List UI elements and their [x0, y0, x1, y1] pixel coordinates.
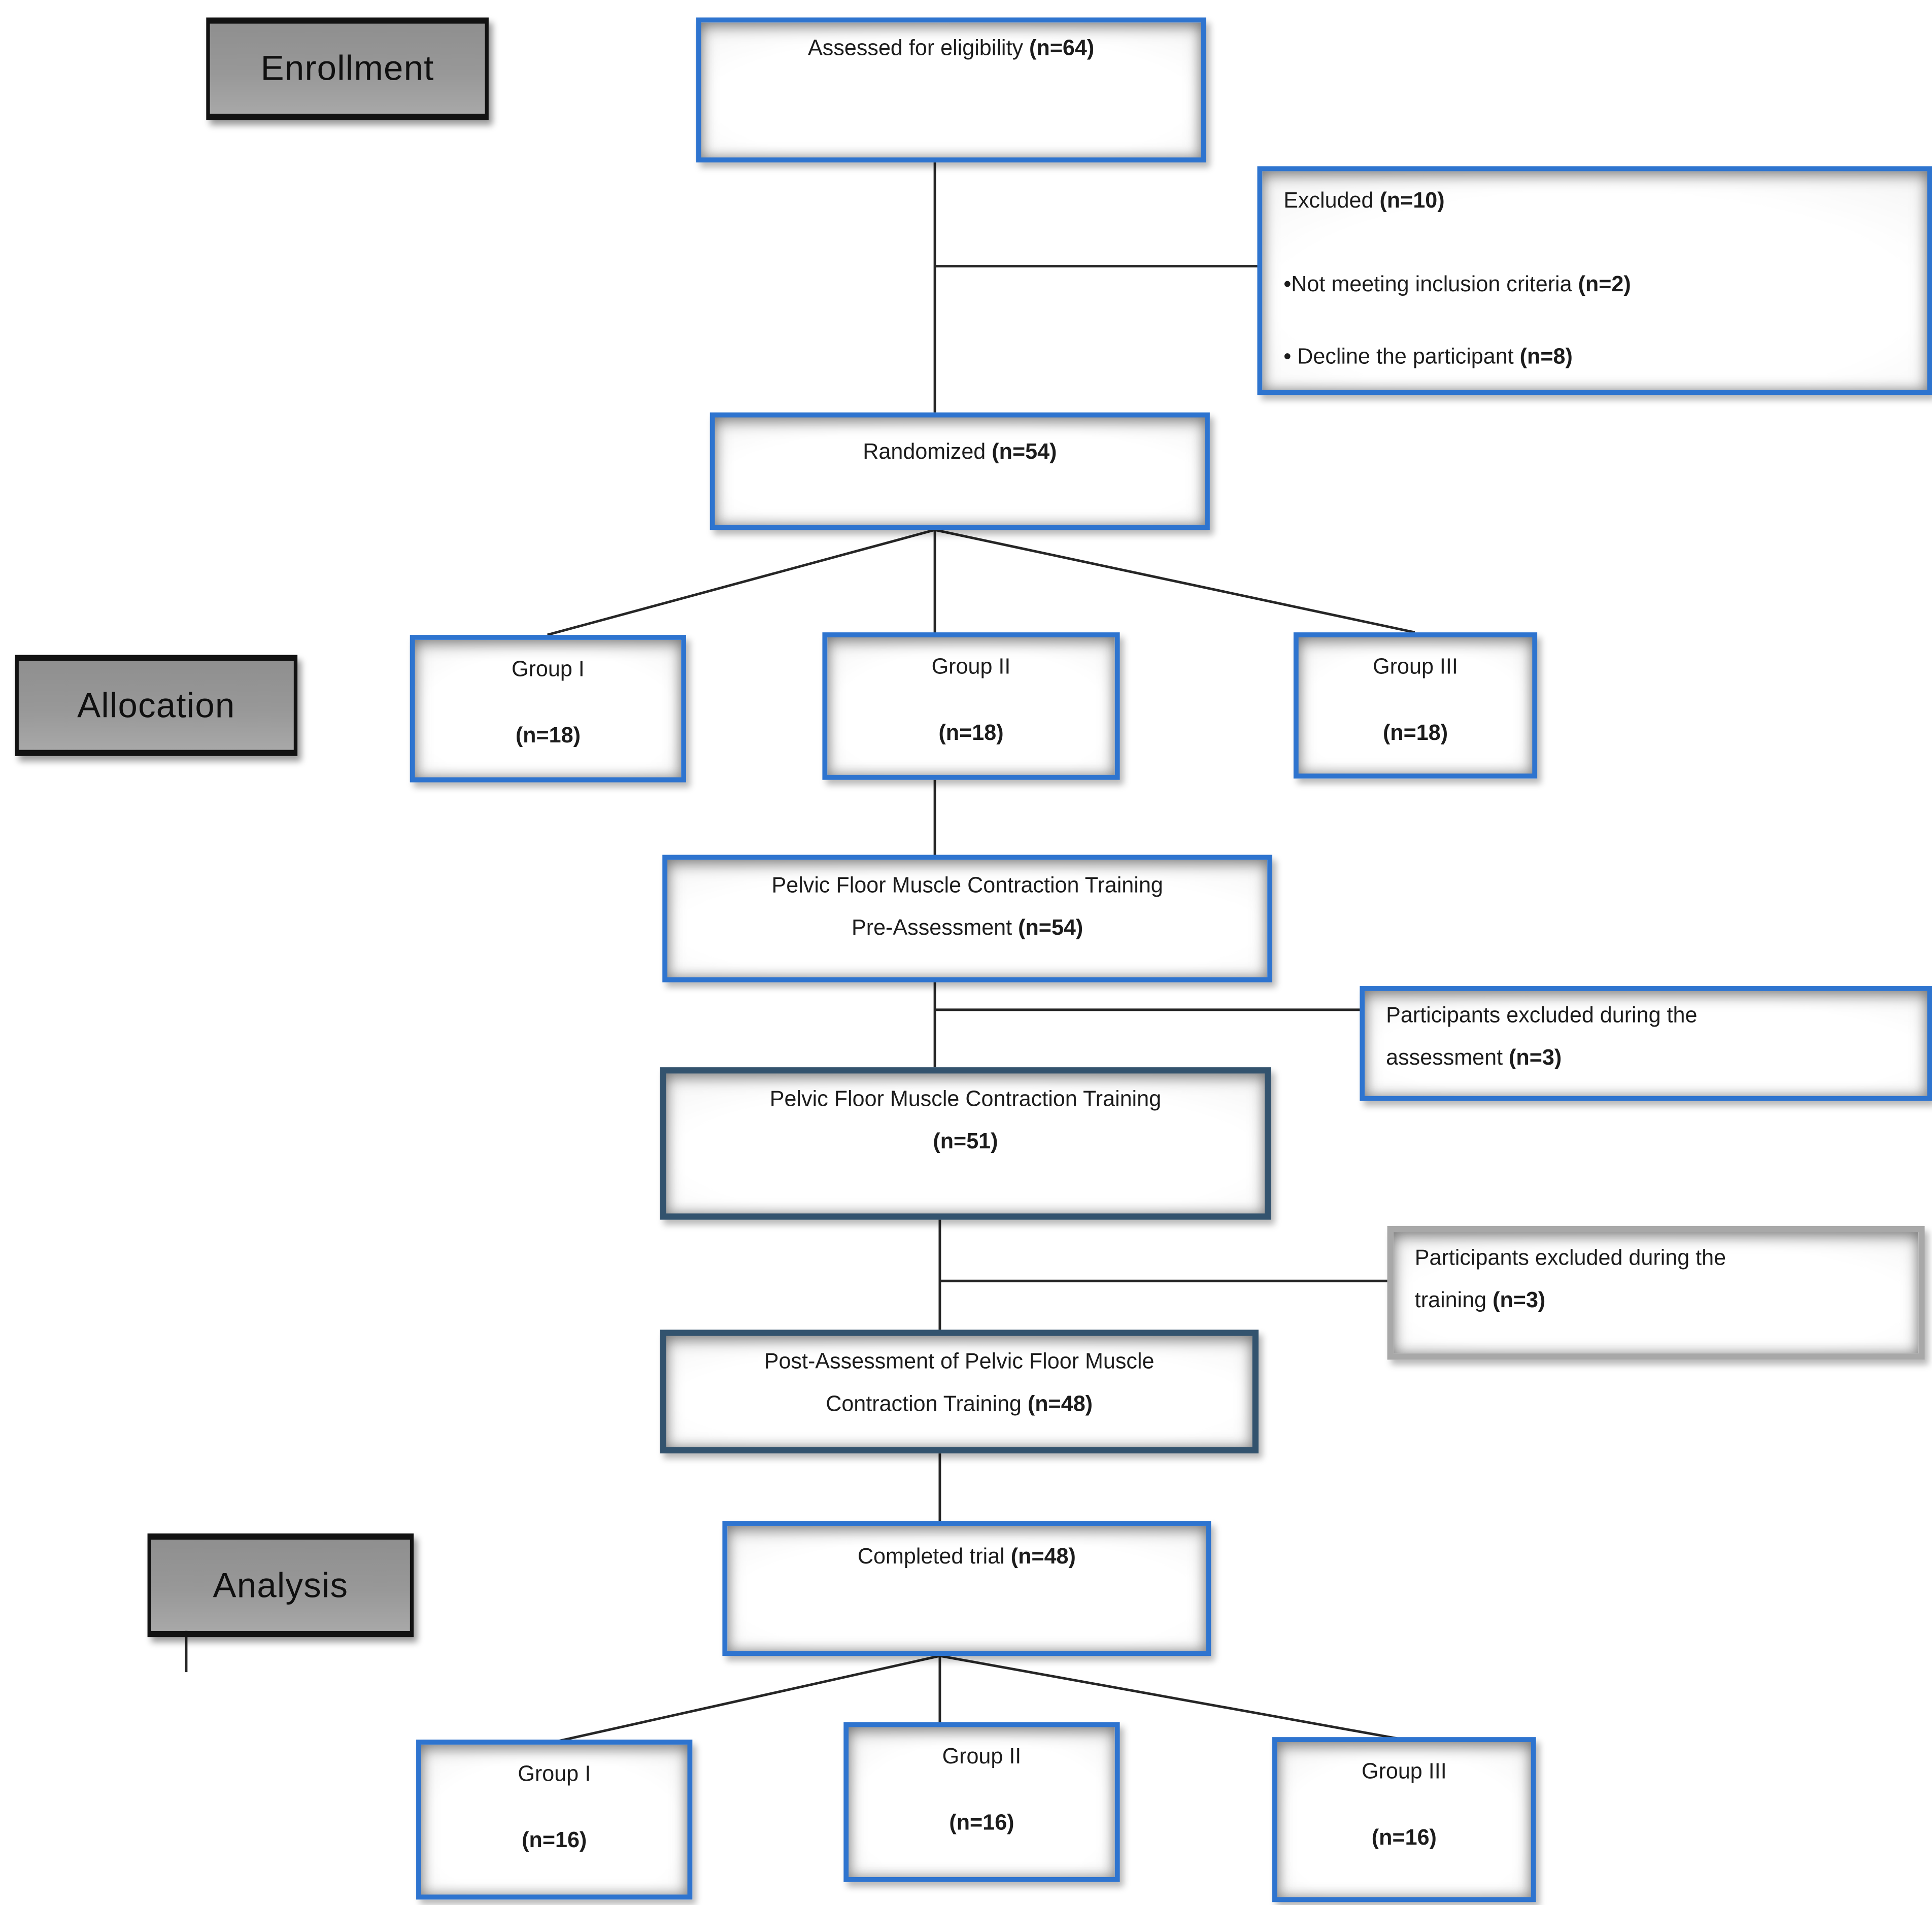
completed-trial-text: Completed trial (n=48) [727, 1543, 1206, 1571]
excluded-bullet-2-count: (n=8) [1519, 343, 1573, 368]
allocation-group2-name: Group II [931, 653, 1011, 679]
allocation-group3-count: (n=18) [1382, 720, 1448, 745]
training-line1: Pelvic Floor Muscle Contraction Training [769, 1086, 1162, 1111]
excluded-assessment-line1: Participants excluded during the [1386, 1002, 1698, 1028]
preassessment-label: Pre-Assessment [851, 914, 1019, 940]
training-count: (n=51) [933, 1128, 998, 1153]
excluded-bullet-declined: • Decline the participant (n=8) [1262, 344, 1927, 371]
excluded-title-count: (n=10) [1379, 187, 1445, 213]
connector-line [939, 1654, 1404, 1741]
analysis-group2-name: Group II [942, 1743, 1022, 1768]
excluded-training-line2: training (n=3) [1394, 1287, 1918, 1314]
excluded-during-training-box: Participants excluded during the trainin… [1387, 1226, 1925, 1360]
excluded-training-line1: Participants excluded during the [1414, 1244, 1726, 1270]
excluded-title: Excluded (n=10) [1262, 187, 1927, 215]
analysis-group1-count: (n=16) [522, 1827, 587, 1852]
allocation-group3-name: Group III [1373, 653, 1458, 679]
randomized-text: Randomized (n=54) [715, 438, 1205, 466]
preassessment-box: Pelvic Floor Muscle Contraction Training… [662, 855, 1273, 982]
analysis-group1-box: Group I (n=16) [416, 1740, 693, 1900]
preassessment-line2: Pre-Assessment (n=54) [667, 914, 1267, 942]
connector-line [547, 528, 935, 636]
analysis-group3-count: (n=16) [1371, 1824, 1437, 1850]
randomized-count: (n=54) [992, 438, 1057, 464]
analysis-group3-name: Group III [1361, 1758, 1447, 1784]
excluded-assessment-label: assessment [1386, 1044, 1509, 1070]
excluded-assessment-line2: assessment (n=3) [1365, 1045, 1927, 1072]
postassessment-label: Contraction Training [826, 1390, 1028, 1416]
postassessment-line2: Contraction Training (n=48) [666, 1391, 1252, 1418]
completed-trial-box: Completed trial (n=48) [722, 1521, 1211, 1656]
allocation-group1-name: Group I [512, 656, 585, 682]
training-box: Pelvic Floor Muscle Contraction Training… [660, 1067, 1271, 1220]
allocation-group2-box: Group II (n=18) [822, 632, 1120, 780]
completed-trial-label: Completed trial [857, 1543, 1011, 1569]
assessed-eligibility-text: Assessed for eligibility (n=64) [701, 35, 1201, 62]
enrollment-stage-label: Enrollment [206, 17, 489, 120]
excluded-bullet-inclusion: •Not meeting inclusion criteria (n=2) [1262, 271, 1927, 298]
training-line2: (n=51) [666, 1129, 1265, 1156]
preassessment-count: (n=54) [1018, 914, 1083, 940]
completed-trial-count: (n=48) [1010, 1543, 1076, 1569]
excluded-training-count: (n=3) [1493, 1287, 1546, 1312]
excluded-bullet-1-count: (n=2) [1578, 271, 1631, 296]
excluded-training-label: training [1414, 1287, 1493, 1312]
randomized-label: Randomized [863, 438, 992, 464]
allocation-group1-box: Group I (n=18) [410, 635, 687, 783]
randomized-box: Randomized (n=54) [709, 412, 1210, 530]
allocation-group3-box: Group III (n=18) [1293, 632, 1538, 779]
enrollment-stage-text: Enrollment [260, 49, 434, 88]
postassessment-line1: Post-Assessment of Pelvic Floor Muscle [764, 1348, 1155, 1374]
postassessment-box: Post-Assessment of Pelvic Floor Muscle C… [660, 1330, 1259, 1454]
excluded-title-label: Excluded [1283, 187, 1380, 213]
analysis-stage-text: Analysis [213, 1565, 349, 1604]
excluded-assessment-count: (n=3) [1509, 1044, 1562, 1070]
analysis-group1-name: Group I [518, 1760, 591, 1786]
analysis-stage-label: Analysis [147, 1533, 414, 1638]
analysis-group3-box: Group III (n=16) [1272, 1737, 1536, 1902]
assessed-eligibility-box: Assessed for eligibility (n=64) [696, 17, 1206, 163]
connector-line [553, 1654, 940, 1744]
excluded-during-assessment-box: Participants excluded during the assessm… [1360, 986, 1932, 1101]
excluded-bullet-1-label: •Not meeting inclusion criteria [1283, 271, 1578, 296]
allocation-stage-label: Allocation [15, 655, 298, 756]
excluded-bullet-2-label: • Decline the participant [1283, 343, 1520, 368]
assessed-label: Assessed for eligibility [808, 35, 1030, 60]
excluded-box: Excluded (n=10) •Not meeting inclusion c… [1257, 166, 1932, 395]
postassessment-count: (n=48) [1027, 1390, 1093, 1416]
analysis-group2-count: (n=16) [949, 1809, 1014, 1834]
preassessment-line1: Pelvic Floor Muscle Contraction Training [771, 872, 1163, 898]
assessed-count: (n=64) [1029, 35, 1095, 60]
connector-line [934, 528, 1415, 634]
allocation-group2-count: (n=18) [938, 720, 1004, 745]
allocation-stage-text: Allocation [77, 685, 235, 725]
allocation-group1-count: (n=18) [515, 722, 581, 747]
analysis-group2-box: Group II (n=16) [843, 1722, 1120, 1882]
